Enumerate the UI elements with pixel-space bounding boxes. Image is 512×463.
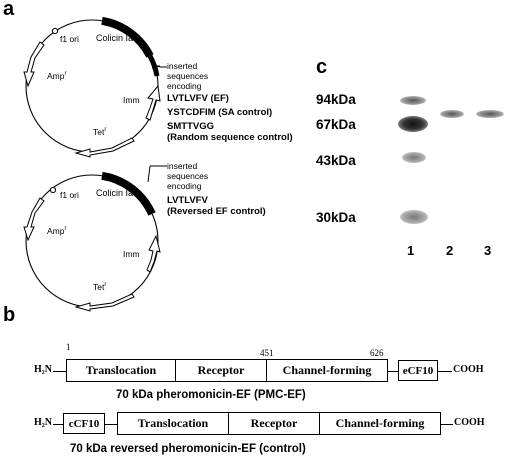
plasmid-2-tet-arrow — [74, 293, 135, 312]
marker-43kda: 43kDa — [316, 153, 356, 168]
domain-receptor: Receptor — [229, 413, 320, 434]
plasmid-2-sequences: LVTLVFV (Reversed EF control) — [167, 195, 266, 217]
plasmid-1-tet-label: Tetr — [93, 125, 106, 137]
plasmid-1-amp-label: Ampr — [47, 69, 66, 81]
insert-label-line-1: inserted — [167, 61, 198, 71]
plasmid-1-colicin-label: Colicin Ia — [96, 33, 134, 43]
plasmid-2-amp-arrow — [23, 197, 45, 242]
domain-translocation: Translocation — [118, 413, 229, 434]
construct-1-link-line — [388, 371, 398, 372]
domain-receptor: Receptor — [176, 360, 267, 381]
construct-1-position-451: 451 — [260, 348, 274, 358]
seq-reversed-ef: LVTLVFV — [167, 195, 208, 206]
plasmid-1-ori-marker — [51, 27, 59, 35]
gel-band-lane1-67 — [398, 116, 428, 132]
plasmid-2-amp-label: Ampr — [47, 224, 66, 236]
seq-sa-control: YSTCDFIM (SA control) — [167, 107, 273, 118]
construct-1-caption: 70 kDa pheromonicin-EF (PMC-EF) — [116, 389, 306, 401]
tet-text: Tet — [93, 281, 105, 292]
tet-superscript: r — [104, 282, 107, 288]
plasmid-2-imm-label: Imm — [123, 249, 140, 259]
gel-band-lane1-94 — [400, 96, 426, 105]
tet-text: Tet — [93, 126, 105, 137]
plasmid-1-amp-arrow — [23, 41, 45, 88]
construct-2-n-terminus: H₂N — [34, 417, 52, 428]
insert-label-line-2: sequences — [167, 71, 209, 81]
plasmid-1-imm-arrow — [145, 84, 161, 121]
lane-label-3: 3 — [484, 243, 492, 258]
construct-1-box: Translocation Receptor Channel-forming — [66, 359, 388, 382]
seq-ef: LVTLVFV (EF) — [167, 93, 229, 104]
construct-2-box: Translocation Receptor Channel-forming — [117, 412, 441, 435]
marker-94kda: 94kDa — [316, 92, 356, 107]
construct-1-tag-box: eCF10 — [398, 360, 438, 381]
gel-image — [388, 86, 512, 261]
construct-1-n-line — [53, 371, 66, 372]
plasmid-2-insert-label: inserted sequences encoding — [167, 161, 208, 191]
amp-superscript: r — [64, 71, 67, 77]
construct-2-tag-box: cCF10 — [63, 413, 105, 434]
tet-superscript: r — [104, 127, 107, 133]
gel-band-lane1-30 — [400, 210, 428, 224]
plasmid-2-colicin-label: Colicin Ia — [96, 188, 134, 198]
plasmid-1-insert-marker — [151, 63, 161, 69]
plasmid-maps — [23, 16, 167, 312]
seq-random-desc: (Random sequence control) — [167, 132, 293, 143]
construct-1-c-terminus: COOH — [453, 364, 484, 375]
construct-2-c-terminus: COOH — [454, 417, 485, 428]
marker-67kda: 67kDa — [316, 117, 356, 132]
gel-band-lane3 — [476, 110, 504, 118]
construct-1-c-line — [438, 371, 452, 372]
gel-band-lane2 — [440, 110, 464, 118]
amp-superscript: r — [64, 226, 67, 232]
plasmid-1-sequences: LVTLVFV (EF) YSTCDFIM (SA control) SMTTV… — [167, 93, 293, 143]
panel-c-label: c — [316, 56, 328, 78]
plasmid-2-ori-marker — [49, 186, 57, 194]
plasmid-1-imm-label: Imm — [123, 95, 140, 105]
plasmid-2-tet-label: Tetr — [93, 280, 106, 292]
amp-text: Amp — [47, 225, 65, 236]
amp-text: Amp — [47, 70, 65, 81]
plasmid-1-colicin-arc — [101, 16, 154, 58]
plasmid-1-colicin-arc-tail — [147, 54, 160, 77]
construct-1-position-626: 626 — [370, 348, 384, 358]
lane-label-1: 1 — [407, 243, 415, 258]
construct-2-link-line — [105, 424, 117, 425]
panel-b-label: b — [3, 304, 16, 326]
plasmid-1-tet-arrow — [74, 137, 135, 158]
construct-2-caption: 70 kDa reversed pheromonicin-EF (control… — [70, 443, 306, 455]
seq-reversed-ef-desc: (Reversed EF control) — [167, 206, 266, 217]
marker-30kda: 30kDa — [316, 210, 356, 225]
construct-1-n-terminus: H₂N — [34, 364, 52, 375]
plasmid-1-ori-label: f1 ori — [60, 34, 79, 44]
panel-a-label: a — [3, 0, 15, 20]
plasmid-2-leader-drop — [147, 165, 151, 183]
plasmid-2 — [23, 165, 167, 312]
gel-band-lane1-43 — [402, 152, 426, 163]
construct-1-position-1: 1 — [66, 342, 71, 352]
lane-label-2: 2 — [446, 243, 454, 258]
plasmid-1 — [23, 16, 167, 158]
construct-2-n-line — [53, 424, 63, 425]
construct-2-c-line — [441, 424, 453, 425]
plasmid-2-colicin-arc — [101, 171, 156, 216]
insert-label-line-1: inserted — [167, 161, 198, 171]
domain-channel-forming: Channel-forming — [335, 416, 425, 430]
insert-label-line-3: encoding — [167, 81, 202, 91]
plasmid-1-insert-label: inserted sequences encoding — [167, 61, 208, 91]
insert-label-line-2: sequences — [167, 171, 209, 181]
domain-translocation: Translocation — [67, 360, 176, 381]
insert-label-line-3: encoding — [167, 181, 202, 191]
seq-random: SMTTVGG — [167, 121, 214, 132]
domain-channel-forming: Channel-forming — [282, 363, 372, 377]
plasmid-2-imm-arrow — [146, 234, 161, 273]
plasmid-2-ori-label: f1 ori — [60, 190, 79, 200]
